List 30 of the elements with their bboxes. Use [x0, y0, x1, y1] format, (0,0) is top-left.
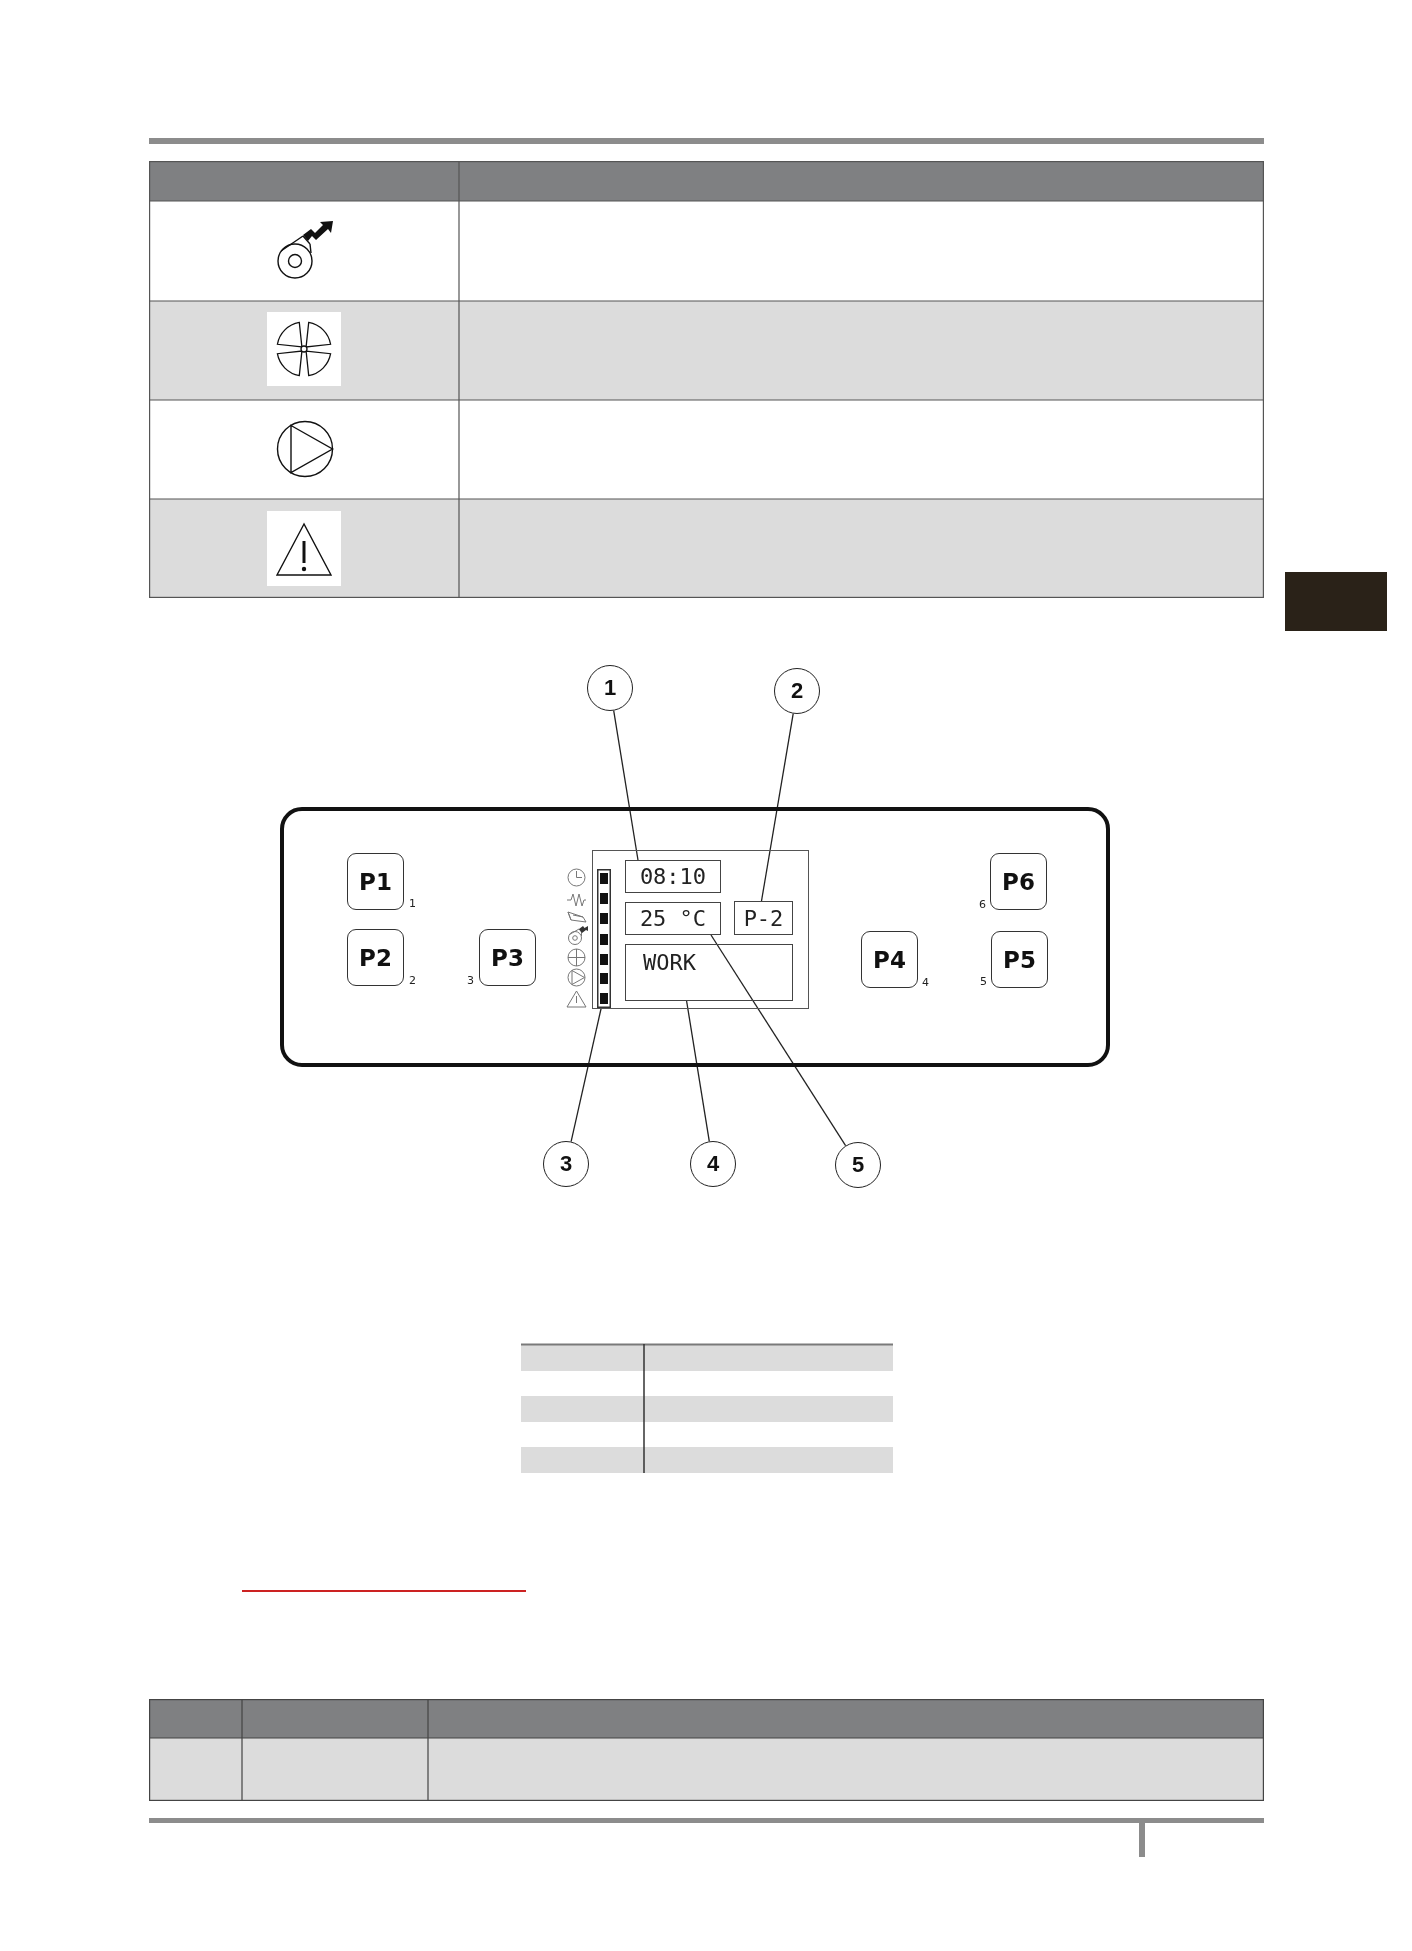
key-number: 5 — [980, 975, 987, 989]
leader-line — [710, 934, 847, 1147]
key-button: P6 — [990, 853, 1047, 910]
key-number: 2 — [409, 974, 416, 988]
key-button: P5 — [991, 931, 1048, 988]
leader-line — [613, 710, 639, 861]
leader-line — [760, 713, 794, 902]
status-display: WORK — [625, 944, 793, 1001]
key-button: P2 — [347, 929, 404, 986]
key-number: 3 — [467, 974, 474, 988]
callout-number: 3 — [543, 1141, 589, 1187]
callout-number: 5 — [835, 1142, 881, 1188]
key-button: P3 — [479, 929, 536, 986]
lcd-screen — [592, 850, 809, 1009]
callout-number: 4 — [690, 1141, 736, 1187]
key-number: 4 — [922, 976, 929, 990]
indicator-bar — [597, 869, 611, 1008]
key-button: P4 — [861, 931, 918, 988]
key-button: P1 — [347, 853, 404, 910]
callout-number: 2 — [774, 668, 820, 714]
control-panel — [280, 807, 1110, 1067]
code-display: P-2 — [734, 901, 793, 935]
chapter-tab — [1285, 572, 1387, 631]
leader-line — [685, 1000, 710, 1142]
leader-line — [570, 1007, 602, 1143]
key-number: 1 — [409, 897, 416, 911]
temperature-display: 25 °C — [625, 902, 721, 935]
time-display: 08:10 — [625, 860, 721, 893]
key-number: 6 — [979, 898, 986, 912]
callout-number: 1 — [587, 665, 633, 711]
